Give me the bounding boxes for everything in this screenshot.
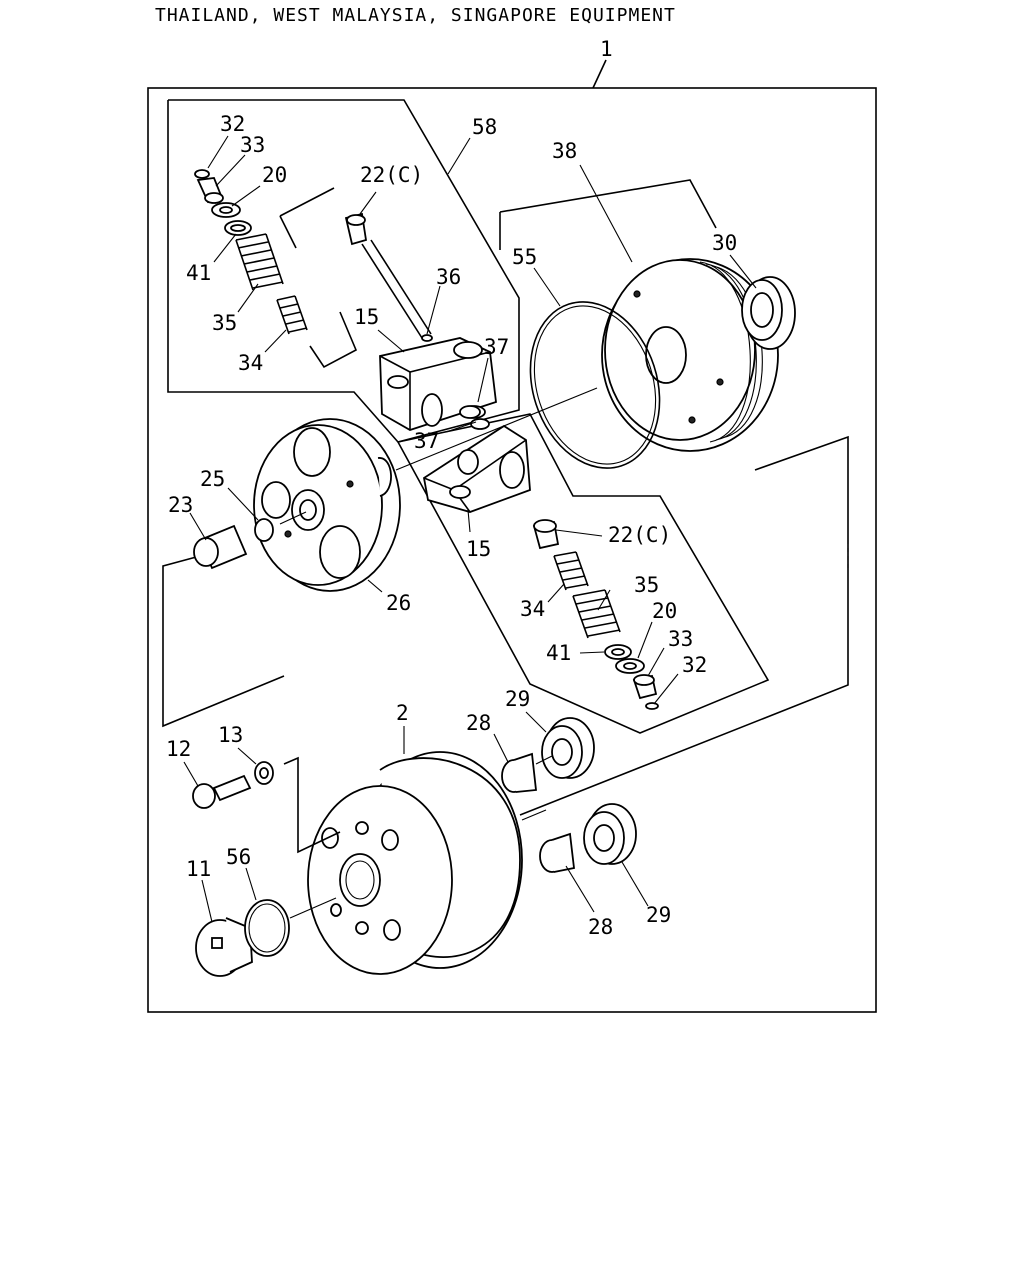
o-ring-part-41-upper (224, 220, 252, 236)
callout-1: 1 (600, 37, 613, 61)
callout-30: 30 (712, 231, 737, 255)
plug-part-11 (195, 917, 253, 977)
spring-part-34-upper (276, 295, 308, 335)
bolt-part-12 (192, 774, 252, 809)
callout-34-lower: 34 (520, 597, 545, 621)
plug-part-23 (193, 524, 248, 570)
cap-part-29-lower (583, 803, 637, 865)
callout-37-upper: 37 (484, 335, 509, 359)
cover-part-38 (601, 258, 779, 452)
spring-part-34-lower (553, 551, 589, 591)
callout-11: 11 (186, 857, 211, 881)
callout-15-lower: 15 (466, 537, 491, 561)
plate-part-26 (253, 418, 401, 592)
callout-labels: 1 58 38 30 55 32 33 20 41 35 34 22(C) 36… (166, 37, 737, 939)
snap-ring-part-32-upper (194, 169, 210, 179)
callout-37-lower: 37 (414, 429, 439, 453)
callout-58: 58 (472, 115, 497, 139)
callout-35-lower: 35 (634, 573, 659, 597)
callout-55: 55 (512, 245, 537, 269)
callout-20-lower: 20 (652, 599, 677, 623)
snap-ring-part-25 (254, 518, 274, 542)
seal-part-30 (741, 276, 796, 350)
plug-part-28-upper (501, 752, 537, 793)
washer-part-37-b (470, 418, 490, 430)
valve-group-outline-upper (167, 99, 520, 443)
callout-15-upper: 15 (354, 305, 379, 329)
callout-28-upper: 28 (466, 711, 491, 735)
piston-part-22c-upper (344, 212, 368, 246)
callout-41-upper: 41 (186, 261, 211, 285)
assembly-frame (147, 87, 877, 1013)
valve-body-part-15-lower (423, 424, 531, 513)
callout-22c-upper: 22(C) (360, 163, 423, 187)
callout-33-lower: 33 (668, 627, 693, 651)
plug-part-33-lower (632, 674, 658, 700)
callout-12: 12 (166, 737, 191, 761)
valve-group-outline-lower (397, 413, 770, 734)
callout-22c-lower: 22(C) (608, 523, 671, 547)
snap-ring-part-32-lower (645, 702, 659, 710)
diagram-title: THAILAND, WEST MALAYSIA, SINGAPORE EQUIP… (155, 5, 676, 26)
callout-56: 56 (226, 845, 251, 869)
callout-35-upper: 35 (212, 311, 237, 335)
callout-38: 38 (552, 139, 577, 163)
o-ring-part-55 (529, 301, 661, 469)
callout-13: 13 (218, 723, 243, 747)
callout-29-upper: 29 (505, 687, 530, 711)
housing-part-2 (307, 751, 523, 975)
leader-lines (183, 135, 757, 923)
cap-part-29-upper (541, 717, 595, 779)
callout-32-lower: 32 (682, 653, 707, 677)
callout-25: 25 (200, 467, 225, 491)
callout-23: 23 (168, 493, 193, 517)
plug-part-33-upper (196, 177, 224, 204)
callout-34-upper: 34 (238, 351, 263, 375)
spring-part-35-lower (572, 589, 621, 639)
callout-41-lower: 41 (546, 641, 571, 665)
piston-part-22c-lower (532, 519, 560, 550)
rod-part-36 (361, 239, 433, 342)
callout-32-upper: 32 (220, 112, 245, 136)
callout-2: 2 (396, 701, 409, 725)
washer-part-37-a (459, 405, 481, 419)
callout-20-upper: 20 (262, 163, 287, 187)
callout-28-lower: 28 (588, 915, 613, 939)
callout-33-upper: 33 (240, 133, 265, 157)
spring-part-35-upper (235, 233, 284, 291)
callout-26: 26 (386, 591, 411, 615)
callout-36: 36 (436, 265, 461, 289)
washer-part-20-upper (211, 202, 241, 218)
callout-29-lower: 29 (646, 903, 671, 927)
o-ring-part-56 (244, 899, 290, 957)
plug-part-28-lower (539, 832, 575, 873)
